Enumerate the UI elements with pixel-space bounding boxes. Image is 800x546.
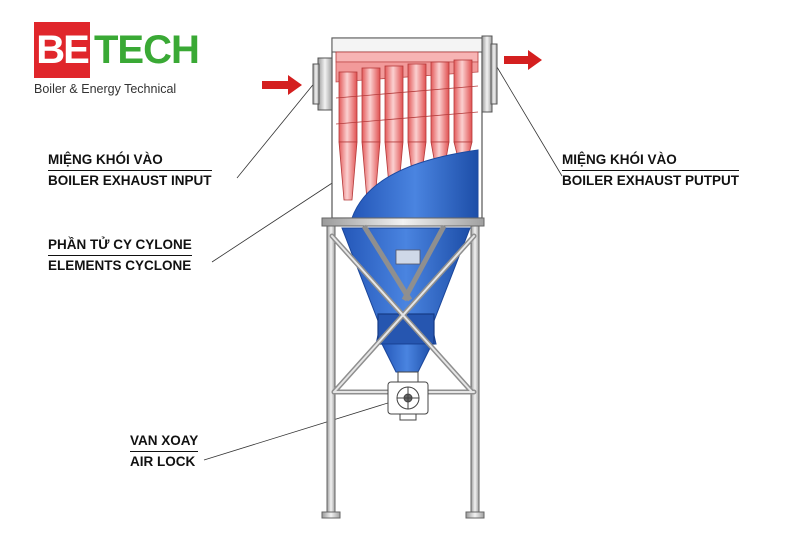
logo-mark-red: BE [34,22,90,78]
label-airlock-vi: VAN XOAY [130,431,199,452]
leader-lines [203,61,563,461]
leader-cyclone [211,169,353,263]
support-frame [321,217,485,519]
leader-outlet [493,61,563,177]
label-cyclone-vi: PHẦN TỬ CY CYLONE [48,235,192,256]
label-outlet-en: BOILER EXHAUST PUTPUT [562,173,740,188]
label-inlet-vi: MIỆNG KHÓI VÀO [48,150,212,171]
dust-plume [351,149,479,219]
cyclone-tube-6 [453,59,473,163]
logo-mark-green: TECH [94,28,200,72]
label-airlock-en: AIR LOCK [130,454,196,469]
airflow-arrows [262,50,542,95]
leader-inlet [236,69,326,179]
outlet-arrow [504,50,542,70]
cyclone-elements [335,51,479,201]
label-inlet-en: BOILER EXHAUST INPUT [48,173,212,188]
label-outlet-vi: MIỆNG KHÓI VÀO [562,150,740,171]
label-airlock: VAN XOAY AIR LOCK [130,431,199,472]
diagonal-strut [361,224,447,302]
outlet-flange [481,35,498,113]
inlet-arrow [262,75,302,95]
inlet-flange [312,57,333,111]
label-outlet: MIỆNG KHÓI VÀO BOILER EXHAUST PUTPUT [562,150,740,191]
cyclone-tube-1 [338,71,358,201]
betech-logo: BE TECH Boiler & Energy Technical [34,22,224,102]
label-inlet: MIỆNG KHÓI VÀO BOILER EXHAUST INPUT [48,150,212,191]
label-cyclone-en: ELEMENTS CYCLONE [48,258,192,273]
leader-airlock [203,397,405,461]
airlock-valve [387,371,429,421]
logo-tagline: Boiler & Energy Technical [34,82,177,96]
label-cyclone: PHẦN TỬ CY CYLONE ELEMENTS CYCLONE [48,235,192,276]
